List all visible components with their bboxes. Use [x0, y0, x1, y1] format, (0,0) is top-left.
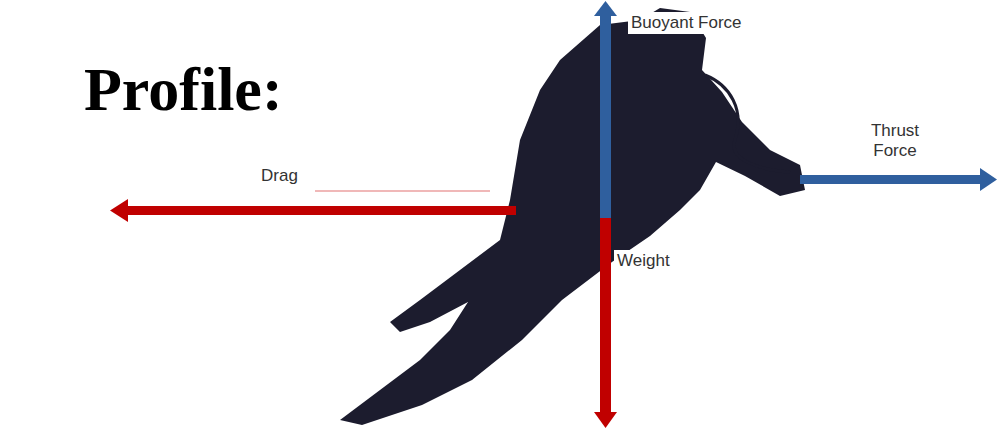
drag-arrow-shaft: [126, 206, 516, 215]
force-label: Thrust Force: [850, 120, 940, 163]
drag-underline: [315, 190, 490, 192]
buoyant-arrowhead: [594, 1, 617, 16]
weight-arrow-shaft: [600, 218, 611, 414]
buoyant-arrow-shaft: [600, 14, 611, 218]
weight-arrowhead: [594, 412, 617, 428]
force-label: Drag: [258, 165, 301, 187]
drag-arrowhead: [110, 199, 128, 222]
force-label: Buoyant Force: [628, 12, 745, 34]
regulator-hose: [705, 75, 790, 172]
thrust-arrowhead: [980, 168, 997, 191]
slide-title: Profile:: [84, 58, 283, 120]
force-label: Weight: [614, 250, 673, 272]
thrust-arrow-shaft: [800, 175, 982, 184]
diver-silhouette: [340, 8, 805, 425]
